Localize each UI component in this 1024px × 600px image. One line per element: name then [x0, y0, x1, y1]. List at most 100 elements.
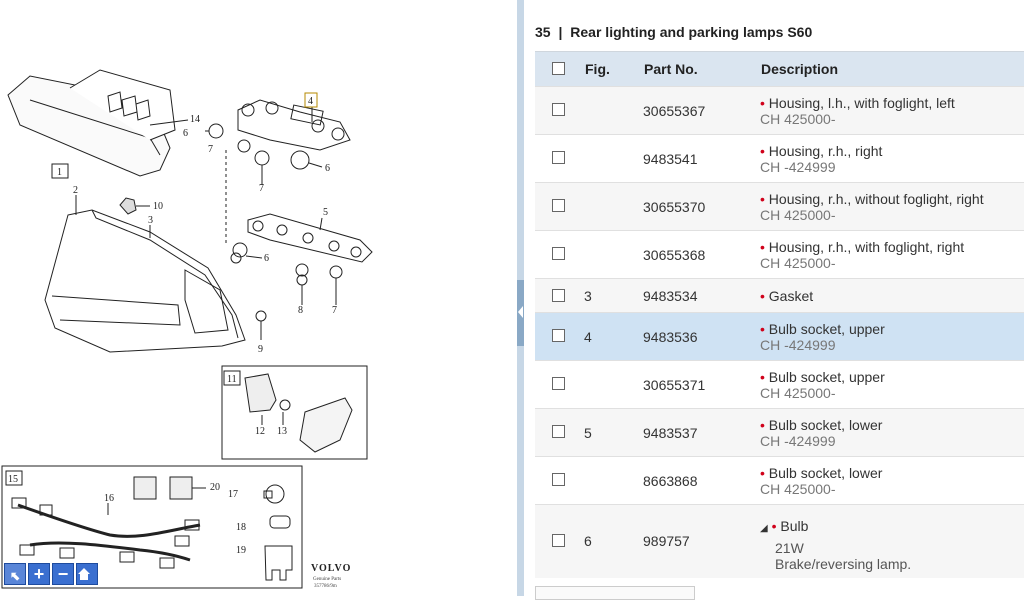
callout-3[interactable]: 3 [148, 215, 153, 226]
table-row-selected[interactable]: 4 9483536 • Bulb socket, upper CH -42499… [535, 312, 1024, 360]
part-description: • Housing, r.h., right [760, 143, 883, 159]
column-header-part-no[interactable]: Part No. [644, 61, 698, 77]
callout-7b[interactable]: 7 [259, 183, 264, 194]
part-number: 9483541 [643, 151, 698, 167]
figure-number: 5 [584, 425, 592, 441]
select-all-checkbox[interactable] [552, 62, 565, 75]
callout-4[interactable]: 4 [308, 96, 313, 107]
row-checkbox[interactable] [552, 377, 565, 390]
splitter-collapse-handle[interactable] [517, 280, 524, 346]
table-row[interactable]: 5 9483537 • Bulb socket, lower CH -42499… [535, 408, 1024, 456]
callout-7c[interactable]: 7 [332, 305, 337, 316]
row-checkbox[interactable] [552, 473, 565, 486]
callout-11[interactable]: 11 [227, 374, 237, 385]
detail-box-11 [221, 365, 368, 460]
row-checkbox[interactable] [552, 534, 565, 547]
callout-7a[interactable]: 7 [208, 144, 213, 155]
parts-table: Fig. Part No. Description 30655367 • Hou… [535, 51, 1024, 578]
callout-6a[interactable]: 6 [183, 128, 188, 139]
part-number: 30655368 [643, 247, 706, 263]
row-checkbox[interactable] [552, 247, 565, 260]
callout-8[interactable]: 8 [298, 305, 303, 316]
table-row[interactable]: 30655371 • Bulb socket, upper CH 425000- [535, 360, 1024, 408]
chassis-range: CH 425000- [760, 481, 836, 497]
section-name: Rear lighting and parking lamps S60 [570, 24, 813, 40]
part-number: 30655371 [643, 377, 706, 393]
home-button[interactable] [76, 563, 98, 585]
row-checkbox[interactable] [552, 151, 565, 164]
figure-number: 6 [584, 533, 592, 549]
column-header-fig[interactable]: Fig. [585, 61, 610, 77]
parts-diagram-pane[interactable]: 1 2 3 4 5 6 6 6 7 7 7 8 9 10 11 12 13 14… [0, 0, 517, 596]
parts-list-pane: 35 | Rear lighting and parking lamps S60… [524, 0, 1024, 600]
callout-9[interactable]: 9 [258, 344, 263, 355]
chassis-range: CH 425000- [760, 207, 836, 223]
part-description: • Bulb socket, lower [760, 417, 883, 433]
zoom-in-button[interactable]: + [28, 563, 50, 585]
callout-13[interactable]: 13 [277, 426, 287, 437]
tail-light-housing-drawing [44, 209, 246, 353]
table-row[interactable]: 6 989757 ◢ • Bulb 21W Brake/reversing la… [535, 504, 1024, 578]
table-row[interactable]: 30655370 • Housing, r.h., without foglig… [535, 182, 1024, 230]
section-title: 35 | Rear lighting and parking lamps S60 [535, 24, 812, 40]
callout-20[interactable]: 20 [210, 482, 220, 493]
part-description: • Housing, r.h., without foglight, right [760, 191, 984, 207]
zoom-out-button[interactable]: − [52, 563, 74, 585]
callout-19[interactable]: 19 [236, 545, 246, 556]
callout-18[interactable]: 18 [236, 522, 246, 533]
callout-2[interactable]: 2 [73, 185, 78, 196]
callout-1[interactable]: 1 [57, 167, 62, 178]
part-number: 8663868 [643, 473, 698, 489]
table-row[interactable]: 30655367 • Housing, l.h., with foglight,… [535, 86, 1024, 134]
callout-15[interactable]: 15 [8, 474, 18, 485]
row-checkbox[interactable] [552, 425, 565, 438]
section-separator: | [558, 24, 563, 40]
pane-splitter[interactable] [517, 0, 524, 596]
row-checkbox[interactable] [552, 199, 565, 212]
table-header: Fig. Part No. Description [535, 52, 1024, 86]
callout-6b[interactable]: 6 [325, 163, 330, 174]
callout-10[interactable]: 10 [153, 201, 163, 212]
part-number: 30655367 [643, 103, 706, 119]
upper-bulb-socket-drawing [237, 99, 351, 151]
table-row[interactable]: 9483541 • Housing, r.h., right CH -42499… [535, 134, 1024, 182]
bottom-panel-edge [535, 586, 695, 600]
chassis-range: CH -424999 [760, 433, 836, 449]
part-number: 9483534 [643, 288, 698, 304]
part-description: • Housing, l.h., with foglight, left [760, 95, 955, 111]
detail-box-15 [1, 465, 303, 589]
bulb-usage-note: Brake/reversing lamp. [775, 556, 912, 572]
select-tool-button[interactable]: ⬉ [4, 563, 26, 585]
collapse-left-icon [518, 306, 523, 318]
callout-14[interactable]: 14 [190, 114, 200, 125]
diagram-caption: Genuine Parts [313, 577, 341, 582]
part-number: 9483537 [643, 425, 698, 441]
callout-5[interactable]: 5 [323, 207, 328, 218]
callout-16[interactable]: 16 [104, 493, 114, 504]
chassis-range: CH -424999 [760, 337, 836, 353]
row-checkbox[interactable] [552, 103, 565, 116]
part-description: • Bulb socket, upper [760, 369, 885, 385]
cursor-icon: ⬉ [9, 569, 21, 583]
part-description: • Housing, r.h., with foglight, right [760, 239, 965, 255]
diagram-ref-number: 357786/9m [314, 584, 337, 589]
row-checkbox[interactable] [552, 329, 565, 342]
table-row[interactable]: 8663868 • Bulb socket, lower CH 425000- [535, 456, 1024, 504]
row-checkbox[interactable] [552, 289, 565, 302]
table-row[interactable]: 3 9483534 • Gasket [535, 278, 1024, 312]
chassis-range: CH 425000- [760, 111, 836, 127]
part-number: 30655370 [643, 199, 706, 215]
section-number: 35 [535, 24, 551, 40]
figure-number: 4 [584, 329, 592, 345]
part-description: • Bulb socket, lower [760, 465, 883, 481]
callout-17[interactable]: 17 [228, 489, 238, 500]
callout-12[interactable]: 12 [255, 426, 265, 437]
chassis-range: CH 425000- [760, 255, 836, 271]
volvo-logo: VOLVO [311, 563, 351, 574]
table-row[interactable]: 30655368 • Housing, r.h., with foglight,… [535, 230, 1024, 278]
bulb-wattage: 21W [775, 540, 804, 556]
collapse-arrow-icon[interactable]: ◢ [760, 523, 768, 534]
chassis-range: CH 425000- [760, 385, 836, 401]
column-header-description[interactable]: Description [761, 61, 839, 77]
callout-6c[interactable]: 6 [264, 253, 269, 264]
